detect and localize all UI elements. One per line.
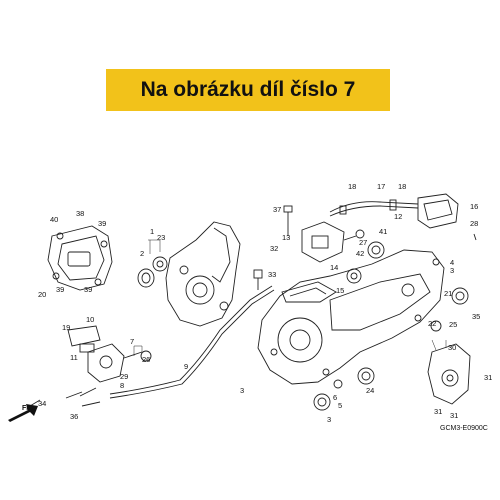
front-direction-label: FR. — [22, 405, 33, 412]
callout-number: 31 — [434, 407, 442, 416]
callout-number: 16 — [470, 202, 478, 211]
left-cover-part — [47, 225, 113, 291]
callout-number: 27 — [359, 238, 367, 247]
callout-number: 31 — [450, 411, 458, 420]
callout-number: 41 — [379, 227, 387, 236]
callout-number: 23 — [157, 233, 165, 242]
callout-number: 1 — [150, 227, 154, 236]
callout-number: 3 — [450, 266, 454, 275]
front-direction-arrow-icon — [8, 404, 38, 422]
callout-number: 34 — [38, 399, 46, 408]
callout-number: 42 — [356, 249, 364, 258]
callout-number: 18 — [398, 182, 406, 191]
part-banner: Na obrázku díl číslo 7 — [106, 69, 390, 111]
callout-number: 19 — [62, 323, 70, 332]
callout-number: 15 — [336, 286, 344, 295]
callout-number: 24 — [366, 386, 374, 395]
callout-number: 32 — [270, 244, 278, 253]
callout-number: 9 — [184, 362, 188, 371]
callout-number: 13 — [282, 233, 290, 242]
callout-number: 8 — [120, 381, 124, 390]
callout-number: 30 — [448, 343, 456, 352]
callout-number: 14 — [330, 263, 338, 272]
oil-pump-part — [87, 343, 125, 383]
callout-number: 39 — [84, 285, 92, 294]
banner-text: Na obrázku díl číslo 7 — [140, 78, 356, 101]
breather-hose-part — [329, 201, 419, 213]
callout-number: 33 — [268, 270, 276, 279]
bearing-part — [137, 268, 155, 288]
callout-number: 37 — [273, 205, 281, 214]
callout-number: 20 — [38, 290, 46, 299]
small-cover-part — [427, 343, 471, 405]
callout-number: 25 — [449, 320, 457, 329]
air-box-part — [417, 193, 459, 229]
diagram-code: GCM3-E0900C — [440, 425, 488, 432]
breather-valve-part — [301, 221, 345, 263]
callout-number: 39 — [56, 285, 64, 294]
callout-number: 26 — [142, 355, 150, 364]
callout-number: 3 — [240, 386, 244, 395]
callout-number: 39 — [98, 219, 106, 228]
callout-number: 29 — [120, 372, 128, 381]
callout-number: 5 — [338, 401, 342, 410]
callout-number: 21 — [444, 289, 452, 298]
callout-number: 10 — [86, 315, 94, 324]
callout-number: 35 — [472, 312, 480, 321]
left-crankcase-part — [165, 221, 241, 327]
callout-number: 11 — [70, 353, 78, 362]
callout-number: 12 — [394, 212, 402, 221]
callout-number: 28 — [470, 219, 478, 228]
callout-number: 3 — [327, 415, 331, 424]
callout-number: 2 — [140, 249, 144, 258]
callout-number: 17 — [377, 182, 385, 191]
callout-number: 4 — [450, 258, 454, 267]
callout-number: 40 — [50, 215, 58, 224]
callout-number: 6 — [333, 393, 337, 402]
callout-number: 31 — [484, 373, 492, 382]
callout-number: 18 — [348, 182, 356, 191]
callout-number: 38 — [76, 209, 84, 218]
right-crankcase-part — [257, 249, 445, 385]
callout-number: 22 — [428, 319, 436, 328]
callout-number: 36 — [70, 412, 78, 421]
callout-number: 7 — [130, 337, 134, 346]
oil-pipe-part — [109, 285, 273, 395]
